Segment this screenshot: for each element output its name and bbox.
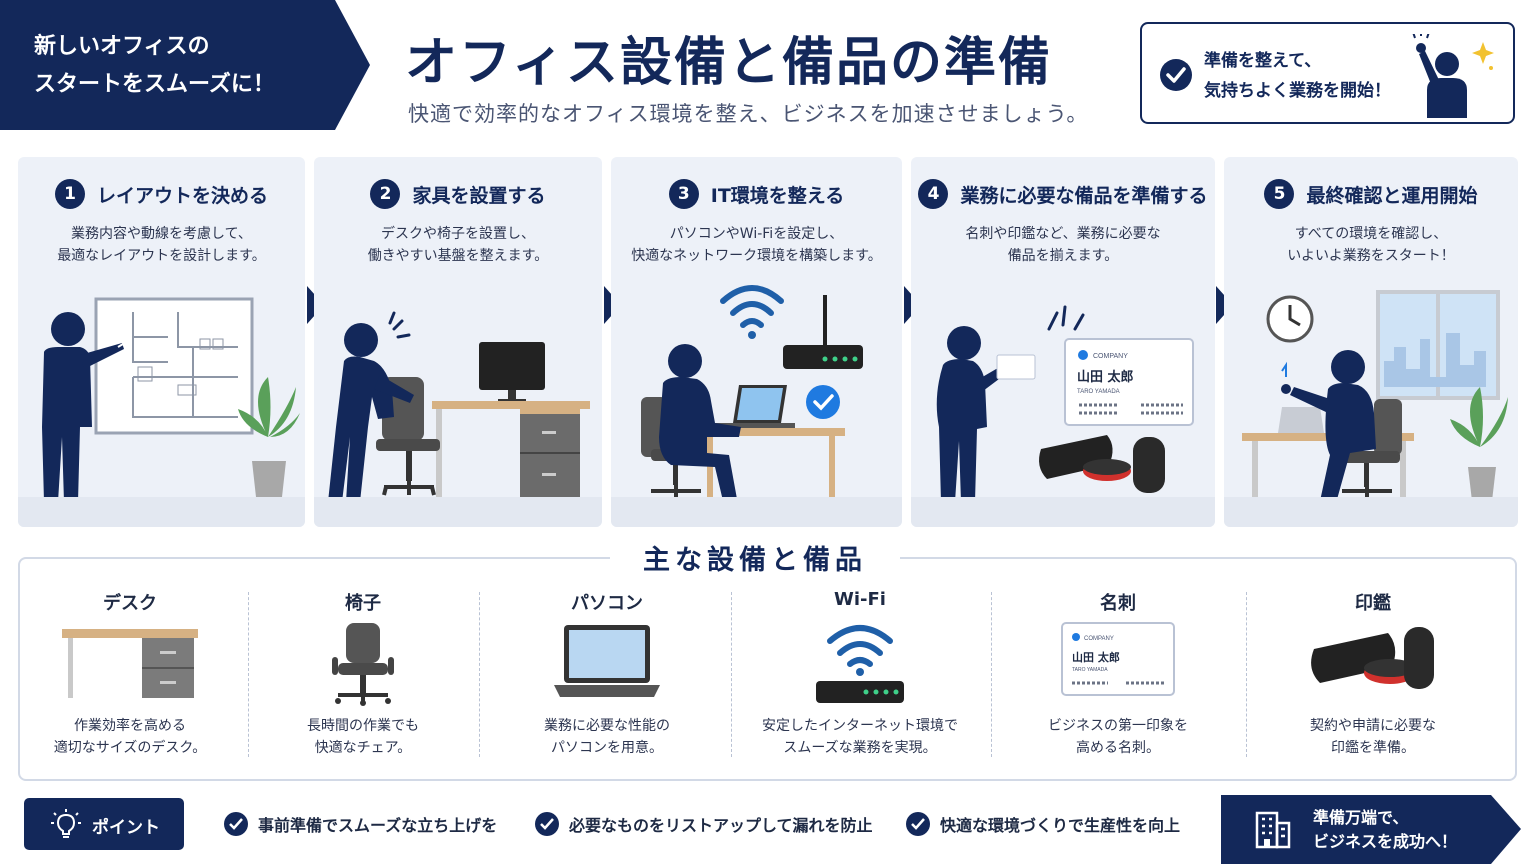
motivation-box: 準備を整えて、 気持ちよく業務を開始！	[1140, 22, 1515, 124]
step-title: 家具を設置する	[412, 184, 546, 207]
step-title: 最終確認と運用開始	[1306, 184, 1478, 207]
step-number: 4	[918, 179, 949, 209]
svg-text:COMPANY: COMPANY	[1084, 636, 1114, 642]
laptop-icon	[554, 625, 660, 697]
equipment-item-business-card: 名刺 COMPANY 山田 太郎 TARO YAMADA ビジネスの第一印象を …	[993, 575, 1243, 775]
equipment-item-desk: デスク 作業効率を高める 適切なサイズのデスク。	[20, 575, 240, 775]
equipment-description: 契約や申請に必要な 印鑑を準備。	[1310, 718, 1436, 756]
step-number: 3	[668, 179, 699, 209]
check-icon	[906, 812, 930, 836]
step-title: 業務に必要な備品を準備する	[960, 184, 1208, 207]
divider	[248, 592, 249, 757]
step-3-header: 3 IT環境を整える	[611, 179, 902, 209]
tip-3: 快適な環境づくりで生産性を向上	[906, 812, 1180, 836]
step-2-header: 2 家具を設置する	[314, 179, 602, 209]
equipment-name: 印鑑	[1355, 593, 1391, 614]
equipment-name: 名刺	[1100, 593, 1136, 614]
banner-line-1: 準備万端で、	[1313, 808, 1409, 827]
person-cheering-icon	[1412, 34, 1494, 118]
motivation-line-1: 準備を整えて、	[1204, 51, 1322, 71]
success-banner: 準備万端で、 ビジネスを成功へ！	[1221, 795, 1521, 864]
divider	[479, 592, 480, 757]
step-1-header: 1 レイアウトを決める	[18, 179, 305, 209]
card-company: COMPANY	[1093, 353, 1128, 360]
motivation-text: 準備を整えて、 気持ちよく業務を開始！	[1204, 46, 1391, 106]
equipment-description: 業務に必要な性能の パソコンを用意。	[544, 718, 670, 756]
step-card-1: 1 レイアウトを決める 業務内容や動線を考慮して、 最適なレイアウトを設計します…	[18, 157, 305, 527]
step-description: 名刺や印鑑など、業務に必要な 備品を揃えます。	[965, 226, 1161, 264]
step-number: 2	[370, 179, 401, 209]
seal-stamp-icon	[1311, 627, 1434, 689]
svg-text:TARO YAMADA: TARO YAMADA	[1072, 667, 1108, 673]
sparkle-icon	[1472, 42, 1494, 64]
page-subtitle: 快適で効率的なオフィス環境を整え、ビジネスを加速させましょう。	[408, 102, 1089, 126]
point-label: ポイント	[24, 798, 184, 850]
card-romaji: TARO YAMADA	[1077, 389, 1120, 395]
tip-text: 事前準備でスムーズな立ち上げを	[258, 816, 498, 835]
equipment-name: デスク	[103, 593, 157, 614]
equipment-item-chair: 椅子 長時間の作業でも 快適なチェア。	[252, 575, 474, 775]
equipment-title: 主な設備と備品	[610, 538, 900, 577]
chair-icon	[332, 623, 394, 706]
equipment-name: Wi-Fi	[834, 589, 886, 610]
step-title: IT環境を整える	[710, 184, 845, 207]
check-icon	[224, 812, 248, 836]
svg-text:山田 太郎: 山田 太郎	[1072, 650, 1120, 664]
step-card-3: 3 IT環境を整える パソコンやWi-Fiを設定し、 快適なネットワーク環境を構…	[611, 157, 902, 527]
equipment-description: 長時間の作業でも 快適なチェア。	[307, 718, 419, 756]
tip-text: 快適な環境づくりで生産性を向上	[940, 816, 1181, 835]
operation-start-illustration	[1224, 290, 1518, 527]
layout-planning-illustration	[18, 297, 305, 527]
building-icon	[1255, 811, 1291, 849]
check-icon	[1160, 59, 1192, 91]
lightbulb-icon	[51, 809, 81, 838]
header-ribbon: 新しいオフィスの スタートをスムーズに！	[0, 0, 370, 130]
equipment-item-wifi: Wi-Fi 安定したインターネット環境で スムーズな業務を実現。	[733, 575, 987, 775]
banner-text: 準備万端で、 ビジネスを成功へ！	[1313, 806, 1457, 854]
ribbon-line-1: 新しいオフィスの	[34, 34, 210, 59]
step-5-header: 5 最終確認と運用開始	[1224, 179, 1518, 209]
equipment-name: 椅子	[345, 593, 381, 614]
step-card-2: 2 家具を設置する デスクや椅子を設置し、 働きやすい基盤を整えます。	[314, 157, 602, 527]
equipment-description: ビジネスの第一印象を 高める名刺。	[1048, 718, 1188, 756]
divider	[991, 592, 992, 757]
business-card-icon: COMPANY 山田 太郎 TARO YAMADA	[1061, 622, 1175, 696]
equipment-item-seal: 印鑑 契約や申請に必要な 印鑑を準備。	[1248, 575, 1498, 775]
clock-icon	[1266, 295, 1314, 343]
step-description: パソコンやWi-Fiを設定し、 快適なネットワーク環境を構築します。	[631, 226, 882, 264]
divider	[731, 592, 732, 757]
tip-2: 必要なものをリストアップして漏れを防止	[535, 812, 873, 836]
wifi-router-icon	[816, 625, 904, 703]
step-description: 業務内容や動線を考慮して、 最適なレイアウトを設計します。	[57, 226, 266, 264]
step-card-4: 4 業務に必要な備品を準備する 名刺や印鑑など、業務に必要な 備品を揃えます。 …	[911, 157, 1215, 527]
desk-icon	[62, 629, 198, 698]
wifi-icon	[720, 285, 784, 339]
equipment-description: 安定したインターネット環境で スムーズな業務を実現。	[762, 718, 958, 756]
check-icon	[806, 385, 840, 419]
furniture-setup-illustration	[314, 311, 602, 527]
motivation-line-2: 気持ちよく業務を開始！	[1204, 81, 1391, 101]
equipment-item-pc: パソコン 業務に必要な性能の パソコンを用意。	[484, 575, 730, 775]
step-4-header: 4 業務に必要な備品を準備する	[911, 179, 1215, 209]
step-description: すべての環境を確認し、 いよいよ業務をスタート！	[1287, 226, 1455, 264]
step-card-5: 5 最終確認と運用開始 すべての環境を確認し、 いよいよ業務をスタート！	[1224, 157, 1518, 527]
verified-badge-icon	[1078, 350, 1088, 360]
step-number: 5	[1264, 179, 1295, 209]
equipment-description: 作業効率を高める 適切なサイズのデスク。	[53, 718, 207, 756]
page-title: オフィス設備と備品の準備	[405, 33, 1052, 93]
check-icon	[535, 812, 559, 836]
point-text: ポイント	[92, 818, 160, 838]
banner-line-2: ビジネスを成功へ！	[1313, 832, 1458, 851]
tip-1: 事前準備でスムーズな立ち上げを	[224, 812, 497, 836]
equipment-name: パソコン	[571, 593, 643, 614]
step-description: デスクや椅子を設置し、 働きやすい基盤を整えます。	[367, 226, 549, 264]
ribbon-line-2: スタートをスムーズに！	[34, 72, 275, 97]
card-name: 山田 太郎	[1077, 369, 1134, 385]
divider	[1246, 592, 1247, 757]
step-number: 1	[54, 179, 85, 209]
supplies-illustration: COMPANY 山田 太郎 TARO YAMADA	[911, 305, 1215, 527]
tip-text: 必要なものをリストアップして漏れを防止	[569, 816, 873, 835]
step-title: レイアウトを決める	[96, 184, 268, 207]
it-setup-illustration	[611, 285, 902, 527]
